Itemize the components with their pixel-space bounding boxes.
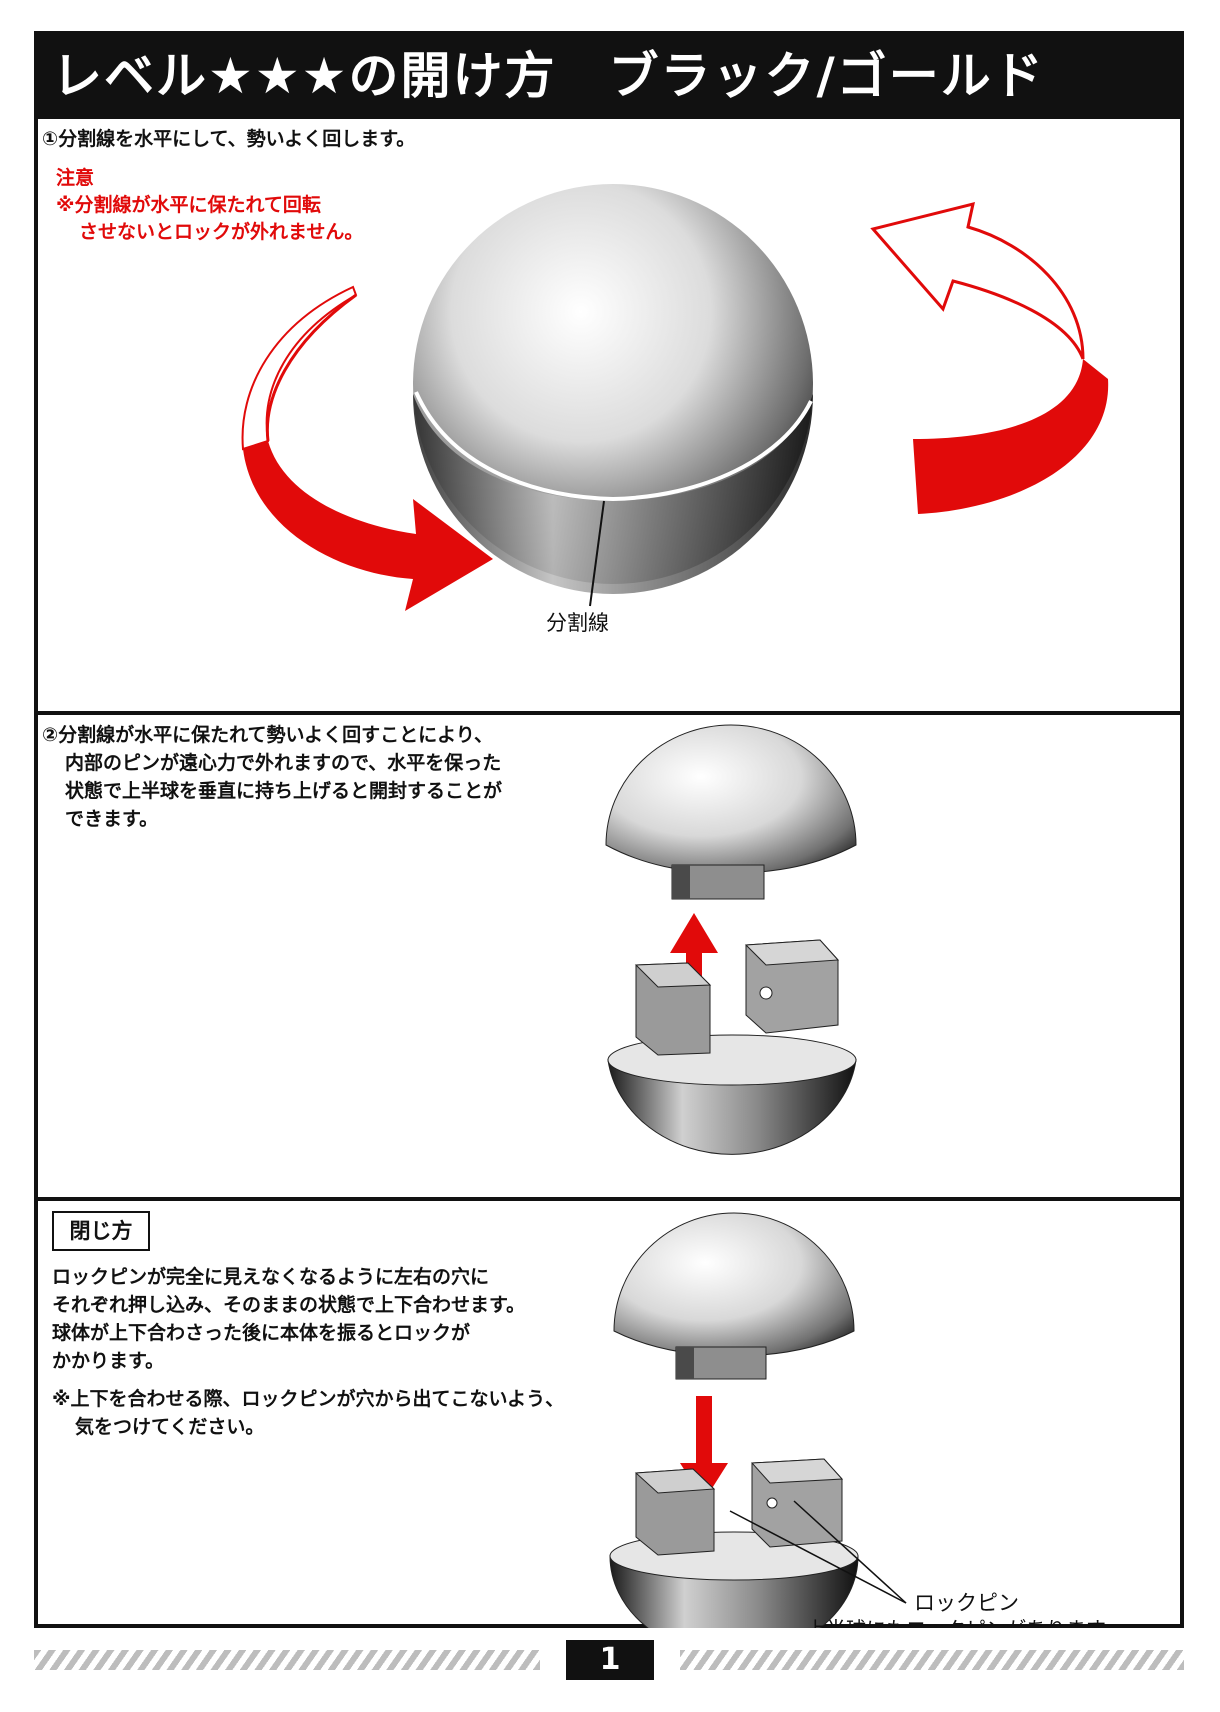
step2-line-3: 状態で上半球を垂直に持ち上げると開封することが (65, 780, 503, 802)
rotation-arrow-left-body (243, 441, 493, 611)
lower-hemisphere-shade (413, 394, 813, 594)
lock-pin-note: 上半球にもロックピンがあります。 (806, 1615, 1124, 1628)
manual-page-frame: レベル★★★の開け方 ブラック/ゴールド (34, 31, 1184, 1628)
pin-pointer-2 (793, 1500, 907, 1604)
upper-hemisphere (613, 1212, 855, 1357)
caution-heading: 注意 (56, 167, 95, 189)
step2-line-4: できます。 (65, 808, 159, 830)
rotation-arrow-right-body (913, 359, 1109, 514)
lift-arrow-head (670, 913, 718, 953)
page-footer: 1 (0, 1638, 1220, 1682)
open-sphere-illustration (605, 724, 857, 1155)
page-number: 1 (566, 1640, 654, 1680)
rotation-arrow-right (870, 201, 1085, 360)
section-open-step1: ①分割線を水平にして、勢いよく回します。 注意 ※分割線が水平に保たれて回転 さ… (38, 119, 1180, 715)
close-method-tag: 閉じ方 (52, 1211, 150, 1251)
pin-pointer-1 (729, 1510, 907, 1604)
upper-hemisphere (605, 724, 857, 874)
section-open-step2: ②分割線が水平に保たれて勢いよく回すことにより、 内部のピンが遠心力で外れますの… (38, 715, 1180, 1201)
close-line-3: 球体が上下合わさった後に本体を振るとロックが (52, 1322, 471, 1344)
split-line (414, 391, 813, 502)
footer-hatch-left (34, 1650, 540, 1670)
section-close: 閉じ方 ロックピンが完全に見えなくなるように左右の穴に それぞれ押し込み、そのま… (38, 1201, 1180, 1628)
lower-arrow-shaft (696, 1396, 712, 1466)
rotation-arrow-left (241, 285, 358, 451)
split-line-label: 分割線 (546, 611, 609, 635)
spinning-sphere-illustration (241, 184, 1109, 611)
footer-hatch-right (680, 1650, 1184, 1670)
step2-line-2: 内部のピンが遠心力で外れますので、水平を保った (65, 752, 502, 774)
close-line-2: それぞれ押し込み、そのままの状態で上下合わせます。 (52, 1294, 526, 1316)
caution-line-1: ※分割線が水平に保たれて回転 (56, 194, 321, 216)
caution-line-2: させないとロックが外れません。 (79, 221, 364, 243)
step2-line-1: ②分割線が水平に保たれて勢いよく回すことにより、 (42, 724, 493, 746)
step1-instruction: ①分割線を水平にして、勢いよく回します。 (42, 128, 416, 150)
page-title: レベル★★★の開け方 ブラック/ゴールド (52, 47, 1045, 105)
sphere (413, 184, 813, 584)
close-line-1: ロックピンが完全に見えなくなるように左右の穴に (52, 1266, 490, 1288)
lock-pin-label: ロックピン (914, 1591, 1019, 1615)
close-sphere-illustration (609, 1212, 907, 1628)
close-note-1: ※上下を合わせる際、ロックピンが穴から出てこないよう、 (52, 1388, 565, 1410)
close-line-4: かかります。 (52, 1350, 165, 1372)
close-note-2: 気をつけてください。 (75, 1416, 265, 1438)
title-bar: レベル★★★の開け方 ブラック/ゴールド (38, 35, 1180, 119)
